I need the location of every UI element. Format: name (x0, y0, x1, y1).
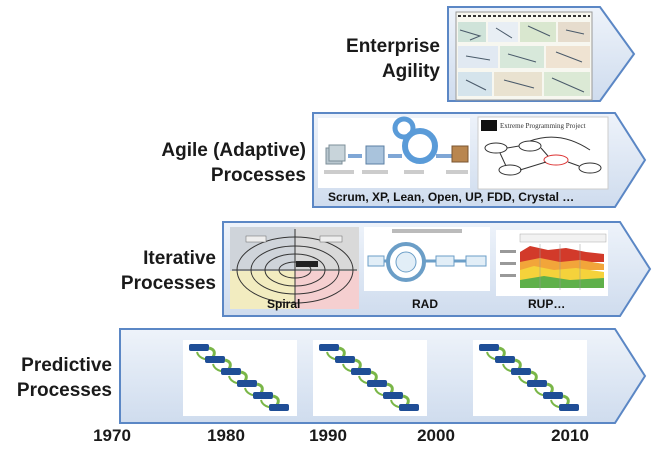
waterfall-link (224, 358, 232, 370)
xp-title: Extreme Programming Project (500, 122, 586, 130)
agile-methods-caption: Scrum, XP, Lean, Open, UP, FDD, Crystal … (328, 190, 574, 204)
waterfall-link (386, 382, 394, 394)
waterfall-step (495, 356, 515, 363)
iterative-processes-label: Iterative Processes (120, 248, 216, 294)
waterfall-link (370, 370, 378, 382)
waterfall-step (237, 380, 257, 387)
iterative-processes-arrow: Spiral RAD (222, 221, 652, 317)
waterfall-step (527, 380, 547, 387)
spiral-label: Spiral (267, 297, 300, 311)
rad-label: RAD (412, 297, 438, 311)
predictive-processes-arrow (119, 328, 647, 424)
waterfall-step (559, 404, 579, 411)
waterfall-link (514, 358, 522, 370)
waterfall-link (240, 370, 248, 382)
waterfall-link (338, 346, 346, 358)
waterfall-step (367, 380, 387, 387)
waterfall-step (351, 368, 371, 375)
waterfall-link (402, 394, 410, 406)
agile-processes-label: Agile (Adaptive) Processes (161, 140, 306, 186)
xp-project-image: Extreme Programming Project (477, 116, 609, 190)
rad-cycle-image (364, 227, 490, 291)
enterprise-agility-arrow (447, 6, 636, 102)
waterfall-step (479, 344, 499, 351)
waterfall-step (383, 392, 403, 399)
waterfall-link (530, 370, 538, 382)
waterfall-step (543, 392, 563, 399)
rup-label: RUP… (528, 297, 565, 311)
waterfall-diagram-1980 (183, 340, 297, 416)
waterfall-link (272, 394, 280, 406)
waterfall-step (189, 344, 209, 351)
waterfall-link (354, 358, 362, 370)
year-label-2000: 2000 (417, 426, 455, 445)
waterfall-link (256, 382, 264, 394)
year-label-1990: 1990 (309, 426, 347, 445)
agile-processes-arrow: Extreme Programming Project Scrum, XP, L… (312, 112, 647, 208)
waterfall-diagram-1990 (313, 340, 427, 416)
waterfall-step (511, 368, 531, 375)
waterfall-step (269, 404, 289, 411)
waterfall-link (208, 346, 216, 358)
rup-humps-image (496, 230, 608, 296)
waterfall-step (253, 392, 273, 399)
year-label-2010: 2010 (551, 426, 589, 445)
waterfall-step (319, 344, 339, 351)
year-label-1970: 1970 (93, 426, 131, 445)
waterfall-link (498, 346, 506, 358)
waterfall-link (562, 394, 570, 406)
enterprise-sketch-image (455, 11, 593, 101)
waterfall-step (335, 356, 355, 363)
spiral-model-image (230, 227, 359, 309)
waterfall-step (399, 404, 419, 411)
waterfall-step (205, 356, 225, 363)
waterfall-link (546, 382, 554, 394)
waterfall-step (221, 368, 241, 375)
enterprise-agility-label: Enterprise Agility (346, 36, 440, 82)
predictive-processes-label: Predictive Processes (16, 355, 112, 401)
waterfall-diagram-2000 (473, 340, 587, 416)
year-label-1980: 1980 (207, 426, 245, 445)
scrum-cycle-image (318, 116, 470, 188)
